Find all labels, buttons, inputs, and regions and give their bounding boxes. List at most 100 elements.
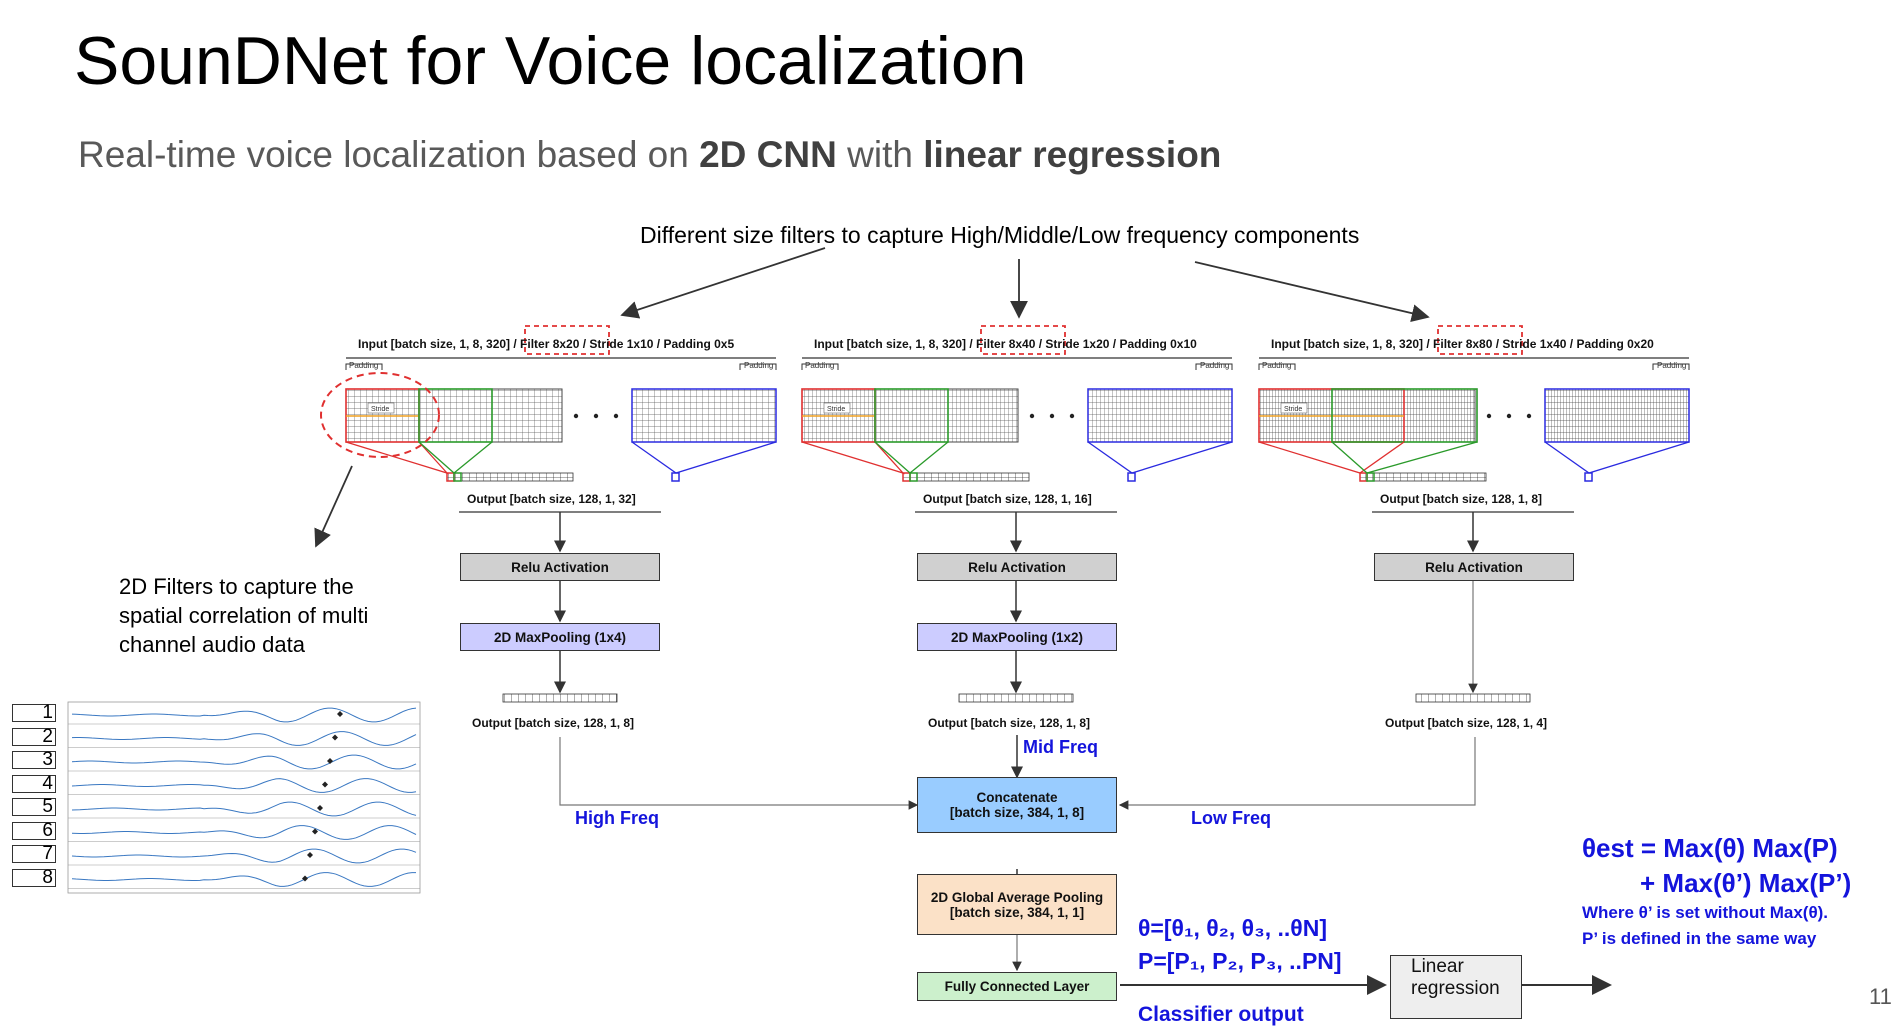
top-arrows	[620, 247, 1430, 323]
linear-regression-box: Linear regression	[1390, 955, 1522, 1019]
concat-line2: [batch size, 384, 1, 8]	[949, 805, 1085, 820]
proj-red	[801, 441, 906, 475]
channel-label-1: 1	[12, 703, 56, 722]
stride-label: Stride	[371, 406, 389, 413]
relu-box-mid: Relu Activation	[917, 553, 1117, 581]
ellipsis-dot	[1526, 413, 1532, 419]
top-annotation: Different size filters to capture High/M…	[640, 222, 1360, 248]
input-label-0: Input [batch size, 1, 8, 320] / Filter 8…	[358, 337, 735, 351]
output2-cells	[958, 693, 1074, 703]
waveform	[71, 848, 417, 864]
stride-box	[823, 402, 851, 414]
output-cell-blue	[1127, 472, 1136, 482]
output-cells	[902, 472, 1030, 482]
input-grid-right	[631, 388, 777, 443]
proj-green	[874, 441, 949, 474]
proj-green	[1331, 441, 1478, 474]
circle-arrow	[314, 465, 353, 548]
proj-blue	[1544, 441, 1690, 474]
concat-line1: Concatenate	[976, 790, 1058, 805]
maxpool-box-high: 2D MaxPooling (1x4)	[460, 623, 660, 651]
padding-label-right: Padding	[744, 361, 773, 370]
padding-bracket-left	[801, 363, 839, 370]
peak-marker	[337, 711, 343, 717]
ellipsis-dot	[1506, 413, 1512, 419]
proj-blue	[631, 441, 777, 474]
stride-box	[367, 402, 395, 414]
padding-bracket-right	[1195, 363, 1233, 370]
page-subtitle: Real-time voice localization based on 2D…	[78, 134, 1222, 175]
waveform	[71, 731, 417, 746]
output-cells	[1359, 472, 1487, 482]
waveform	[71, 754, 417, 770]
output1-label-2: Output [batch size, 128, 1, 8]	[1380, 492, 1543, 506]
output-cell-blue	[1584, 472, 1593, 482]
output2-cells	[1415, 693, 1531, 703]
linear-line2: regression	[1411, 978, 1500, 999]
filters-note: 2D Filters to capture the spatial correl…	[119, 574, 369, 657]
merge-lines	[559, 735, 1612, 995]
filter-highlight-circle	[320, 372, 440, 458]
waveform	[71, 778, 417, 793]
filter-size-highlight	[524, 325, 610, 355]
output2-label-1: Output [batch size, 128, 1, 8]	[928, 716, 1091, 730]
estimate-note2: P’ is defined in the same way	[1582, 929, 1817, 948]
input-label-2: Input [batch size, 1, 8, 320] / Filter 8…	[1271, 337, 1654, 351]
linear-line1: Linear	[1411, 956, 1464, 977]
channel-label-4: 4	[12, 774, 56, 793]
padding-bracket-right	[739, 363, 777, 370]
filter-green	[1331, 388, 1478, 443]
classifier-output-label: Classifier output	[1138, 1003, 1304, 1026]
maxpool-box-mid: 2D MaxPooling (1x2)	[917, 623, 1117, 651]
output2-label-0: Output [batch size, 128, 1, 8]	[472, 716, 635, 730]
estimate-note1: Where θ’ is set without Max(θ).	[1582, 903, 1829, 922]
stride-label: Stride	[1284, 406, 1302, 413]
relu-box-high: Relu Activation	[460, 553, 660, 581]
output1-label-0: Output [batch size, 128, 1, 32]	[467, 492, 636, 506]
page-number: 11	[1869, 984, 1892, 1009]
waveform	[71, 801, 417, 817]
output-cells	[446, 472, 574, 482]
page-title: SounDNet for Voice localization	[74, 23, 1027, 99]
output1-label-1: Output [batch size, 128, 1, 16]	[923, 492, 1092, 506]
padding-bracket-left	[1258, 363, 1296, 370]
proj-red	[345, 441, 450, 475]
padding-bracket-left	[345, 363, 383, 370]
peak-marker	[307, 852, 313, 858]
filter-size-highlight	[1437, 325, 1523, 355]
peak-marker	[317, 805, 323, 811]
proj-red	[1258, 441, 1405, 474]
output-cell-green	[909, 472, 918, 482]
p-vector: P=[P₁, P₂, P₃, ..PN]	[1138, 948, 1342, 974]
concatenate-box: Concatenate [batch size, 384, 1, 8]	[917, 777, 1117, 833]
ellipsis-dot	[1029, 413, 1035, 419]
wave-frame	[67, 701, 421, 894]
waveform	[71, 872, 416, 887]
peak-marker	[322, 781, 328, 788]
estimate-line1: θest = Max(θ) Max(P)	[1582, 833, 1838, 863]
gap-line2: [batch size, 384, 1, 1]	[949, 904, 1085, 920]
waveform	[71, 825, 417, 840]
padding-label-left: Padding	[349, 361, 378, 370]
stride-box	[1280, 402, 1308, 414]
ellipsis-dot	[593, 413, 599, 419]
proj-blue	[1087, 441, 1233, 474]
gap-line1: 2D Global Average Pooling	[930, 889, 1104, 905]
relu-box-low: Relu Activation	[1374, 553, 1574, 581]
estimate-line2: + Max(θ’) Max(P’)	[1640, 868, 1852, 898]
output-cell-blue	[671, 472, 680, 482]
peak-marker	[312, 828, 318, 835]
theta-vector: θ=[θ₁, θ₂, θ₃, ..θN]	[1138, 915, 1328, 941]
padding-label-left: Padding	[805, 361, 834, 370]
channel-label-8: 8	[12, 868, 56, 887]
channel-label-3: 3	[12, 750, 56, 769]
output2-cells	[502, 693, 618, 703]
channel-label-6: 6	[12, 821, 56, 840]
filter-size-highlight	[980, 325, 1066, 355]
padding-label-right: Padding	[1657, 361, 1686, 370]
channel-label-5: 5	[12, 797, 56, 816]
padding-bracket-right	[1652, 363, 1690, 370]
